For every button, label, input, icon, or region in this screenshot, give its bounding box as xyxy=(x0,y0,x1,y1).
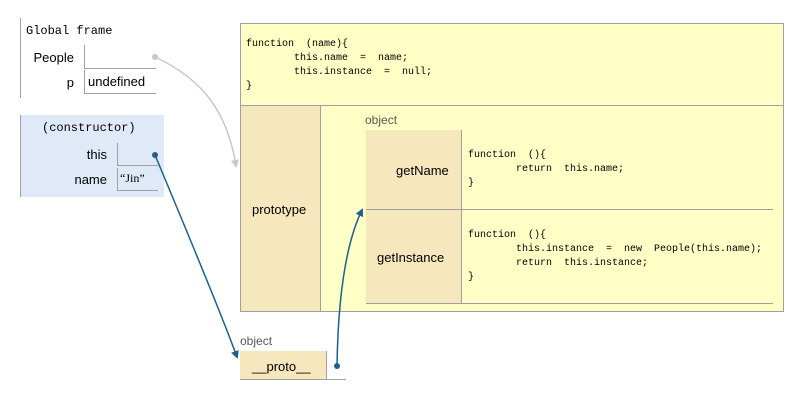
people-function-code: function (name){ this.name = name; this.… xyxy=(246,39,433,92)
prototype-object-bottom xyxy=(366,303,773,304)
constructor-frame-border xyxy=(20,115,21,197)
global-var-p-label: p xyxy=(66,75,74,90)
global-var-p-value: undefined xyxy=(88,74,146,89)
proto-pointer-arrow xyxy=(336,208,363,367)
people-function-object xyxy=(240,23,784,312)
ctor-var-name-cell xyxy=(117,168,158,191)
getinstance-key: getInstance xyxy=(377,250,445,265)
prototype-attr-cell xyxy=(241,106,321,311)
global-var-people-cell xyxy=(84,45,156,69)
instance-object-label: object xyxy=(240,334,273,348)
prototype-object-label: object xyxy=(365,113,398,127)
global-frame-border xyxy=(20,18,21,98)
proto-key-cell xyxy=(240,351,326,380)
constructor-frame xyxy=(20,115,164,197)
ctor-var-this-label: this xyxy=(86,147,107,162)
getinstance-key-cell xyxy=(366,210,461,303)
people-pointer-arrow xyxy=(154,56,240,168)
getname-key: getName xyxy=(396,163,449,178)
ctor-var-name-value: “Jin” xyxy=(120,171,145,185)
function-divider xyxy=(240,105,784,106)
ctor-var-this-cell xyxy=(117,143,158,166)
global-frame-title: Global frame xyxy=(26,24,113,38)
global-var-people-label: People xyxy=(33,50,74,65)
ctor-var-name-label: name xyxy=(74,172,107,187)
getinstance-code: function (){ this.instance = new People(… xyxy=(468,230,763,283)
this-pointer-arrow xyxy=(154,154,239,359)
prototype-label: prototype xyxy=(252,202,307,217)
getname-key-cell xyxy=(366,130,461,209)
prototype-entry-divider xyxy=(366,209,773,210)
proto-key: __proto__ xyxy=(252,359,311,374)
getname-code: function (){ return this.name; } xyxy=(468,150,625,189)
constructor-frame-title: (constructor) xyxy=(42,121,136,135)
global-var-p-cell xyxy=(84,70,156,94)
prototype-value-column-divider xyxy=(461,130,462,303)
